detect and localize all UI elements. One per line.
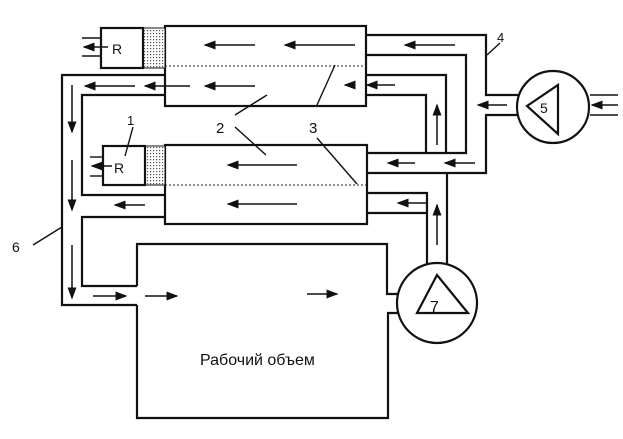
label-5: 5	[540, 100, 548, 116]
lower-regulator-label: R	[114, 160, 124, 176]
label-3: 3	[309, 120, 317, 137]
working-volume: Рабочий объем	[93, 242, 398, 420]
upper-regulator-box	[99, 26, 145, 70]
supply-duct	[365, 33, 518, 265]
label-1: 1	[127, 113, 134, 128]
upper-filter	[142, 27, 166, 69]
label-2: 2	[216, 120, 224, 137]
label-4: 4	[497, 30, 504, 45]
upper-regulator-label: R	[112, 41, 122, 57]
upper-heat-exchanger: R	[82, 24, 368, 108]
lower-filter	[144, 145, 166, 186]
label-6: 6	[12, 239, 20, 255]
fan-7: 7	[395, 261, 479, 345]
return-duct	[60, 73, 165, 307]
working-volume-label: Рабочий объем	[200, 352, 315, 369]
fan-5: 5	[515, 69, 618, 145]
callouts: 1 2 3 4 6	[12, 30, 504, 255]
label-7: 7	[430, 299, 439, 316]
lower-heat-exchanger: R	[90, 143, 369, 226]
